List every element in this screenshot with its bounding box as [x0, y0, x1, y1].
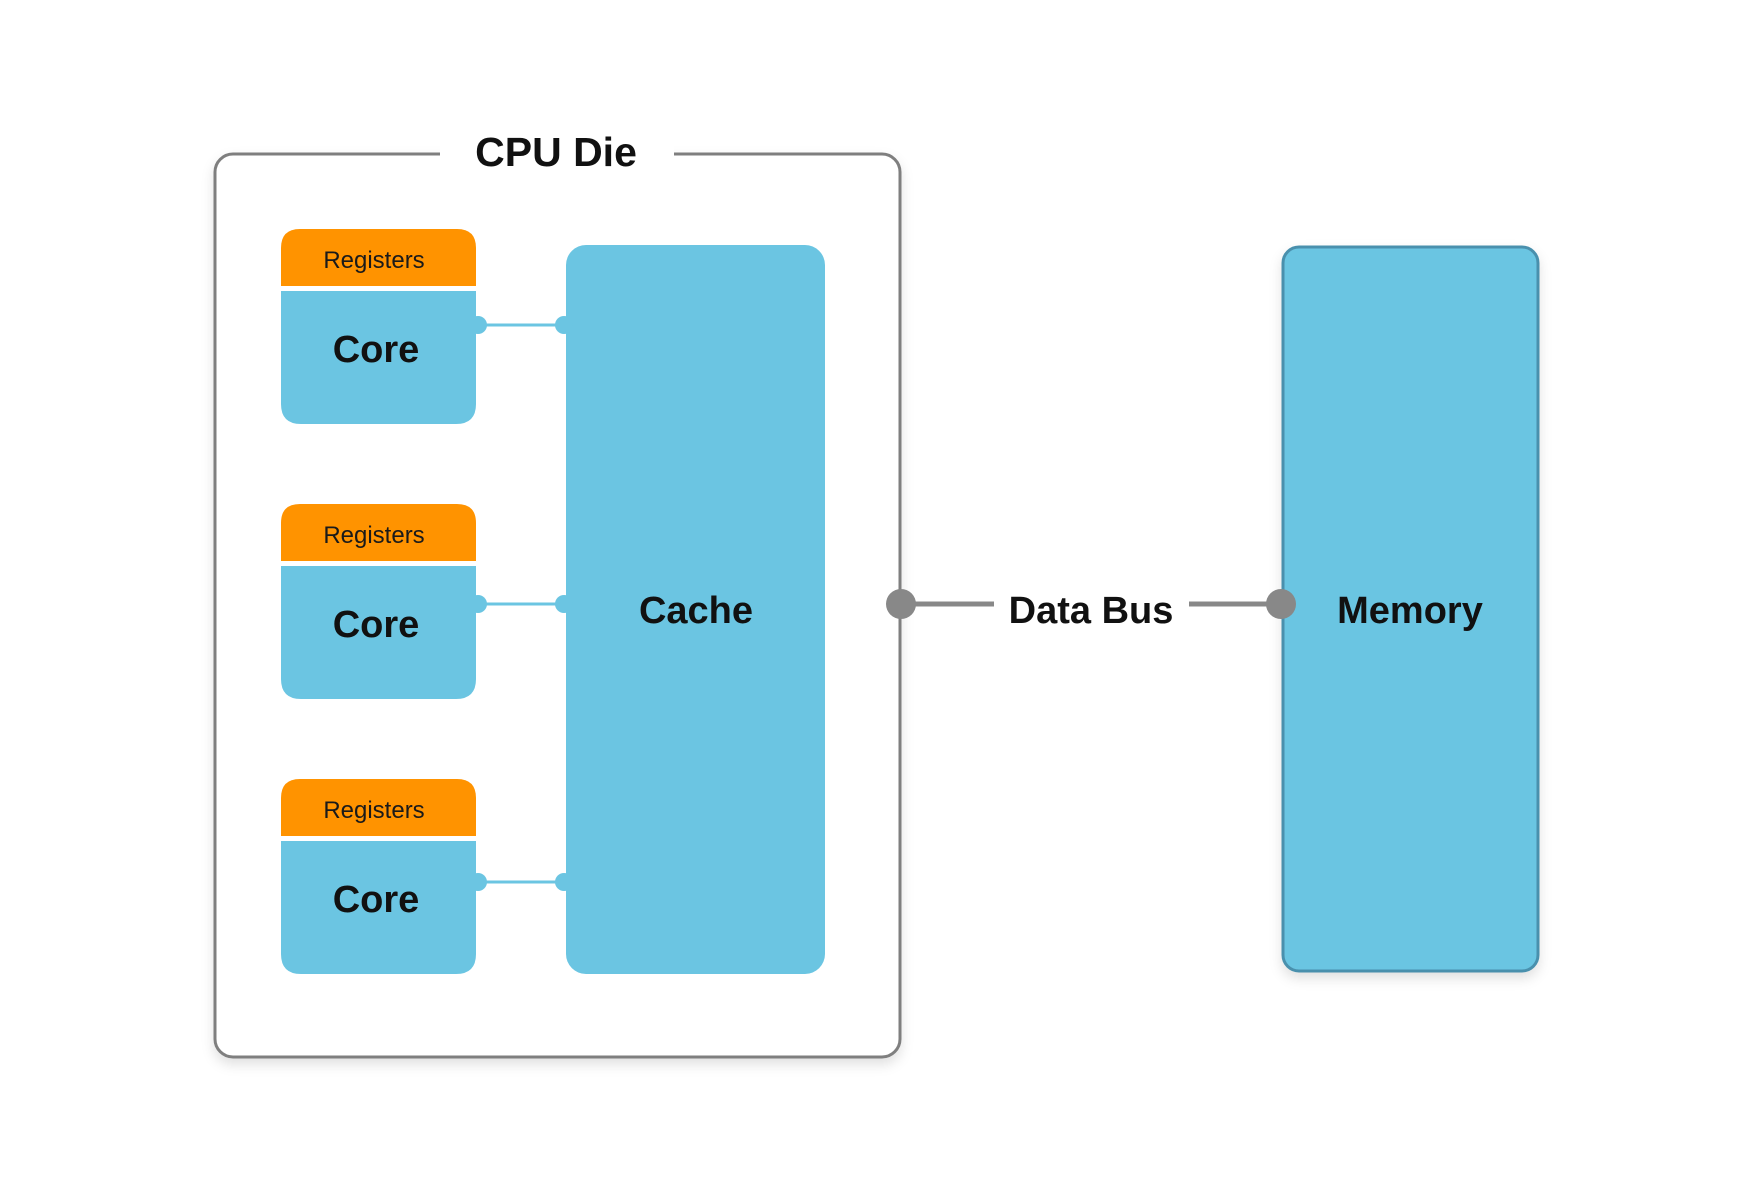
core-unit-1: Registers Core [281, 229, 476, 424]
core-unit-2: Registers Core [281, 504, 476, 699]
connector-node [555, 595, 573, 613]
data-bus-label: Data Bus [1009, 590, 1174, 632]
core-label: Core [333, 604, 420, 646]
cache: Cache [566, 245, 825, 974]
core-label: Core [333, 329, 420, 371]
connector-node [469, 595, 487, 613]
data-bus: Data Bus [886, 589, 1296, 632]
connector-node [469, 873, 487, 891]
core-cache-connector-1 [469, 316, 573, 334]
registers-label: Registers [323, 797, 424, 824]
core-unit-3: Registers Core [281, 779, 476, 974]
core-label: Core [333, 879, 420, 921]
core-block [281, 566, 476, 699]
core-block [281, 841, 476, 974]
registers-block [281, 504, 476, 561]
connector-node [555, 873, 573, 891]
registers-label: Registers [323, 522, 424, 549]
cpu-die-title: CPU Die [475, 129, 637, 175]
core-block [281, 291, 476, 424]
registers-label: Registers [323, 247, 424, 274]
core-cache-connector-2 [469, 595, 573, 613]
connector-node [469, 316, 487, 334]
memory: Memory [1281, 245, 1540, 973]
cpu-die-title-gap [440, 140, 674, 170]
registers-block [281, 779, 476, 836]
core-cache-connector-3 [469, 873, 573, 891]
connector-node [555, 316, 573, 334]
cache-block [566, 245, 825, 974]
memory-label: Memory [1337, 590, 1483, 632]
registers-block [281, 229, 476, 286]
data-bus-node-cpu [886, 589, 916, 619]
data-bus-node-memory [1266, 589, 1296, 619]
cache-label: Cache [639, 590, 753, 632]
